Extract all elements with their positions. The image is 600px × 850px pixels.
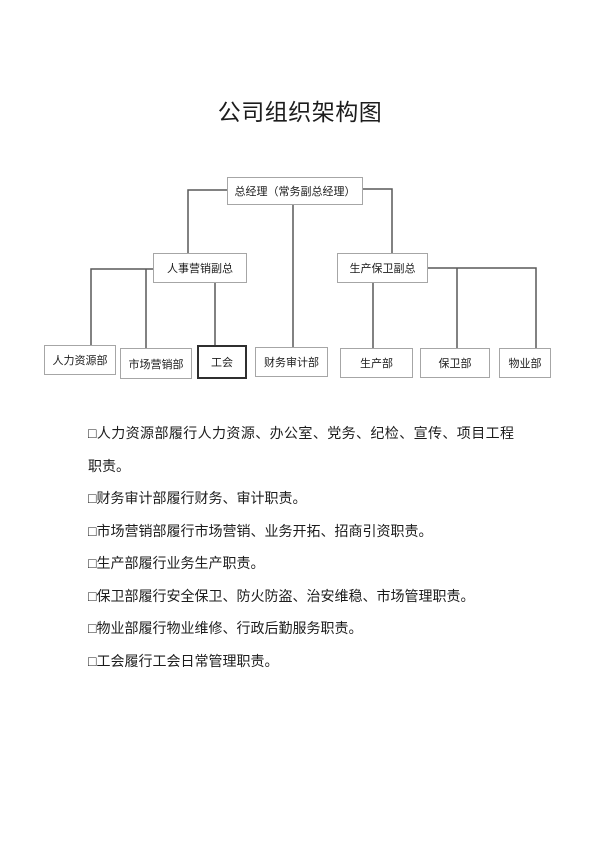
- org-node-label: 保卫部: [438, 358, 472, 370]
- page-title: 公司组织架构图: [217, 100, 383, 125]
- org-node-label: 市场营销部: [128, 358, 184, 371]
- org-node-production-security-vp: 生产保卫副总: [337, 253, 428, 283]
- org-node-label: 物业部: [508, 358, 542, 370]
- org-node-label: 人事营销副总: [167, 263, 233, 275]
- org-node-hr-department: 人力资源部: [44, 345, 116, 375]
- org-node-hr-marketing-vp: 人事营销副总: [153, 253, 247, 283]
- connector-lines: [90, 188, 537, 348]
- duty-item-finance-audit: □财务审计部履行财务、审计职责。: [88, 492, 307, 507]
- org-node-label: 总经理（常务副总经理）: [234, 186, 356, 198]
- org-node-label: 生产保卫副总: [349, 263, 416, 275]
- duty-item-property: □物业部履行物业维修、行政后勤服务职责。: [88, 622, 363, 637]
- duty-item-security: □保卫部履行安全保卫、防火防盗、治安维稳、市场管理职责。: [88, 589, 475, 605]
- org-node-production-department: 生产部: [340, 348, 413, 378]
- connector-line: [187, 189, 227, 253]
- duty-item-marketing: □市场营销部履行市场营销、业务开拓、招商引资职责。: [88, 524, 433, 540]
- org-node-security-department: 保卫部: [420, 348, 490, 378]
- connector-line: [363, 188, 393, 253]
- org-node-label: 生产部: [360, 358, 393, 370]
- org-node-label: 财务审计部: [264, 357, 319, 369]
- duty-item-production: □生产部履行业务生产职责。: [88, 557, 265, 572]
- connector-line: [90, 268, 153, 345]
- org-node-label: 工会: [211, 357, 233, 369]
- org-node-labor-union: 工会: [197, 345, 247, 379]
- duty-item-hr: □人力资源部履行人力资源、办公室、党务、纪检、宣传、项目工程职责。: [88, 427, 514, 475]
- org-node-label: 人力资源部: [52, 355, 108, 367]
- duty-list: □人力资源部履行人力资源、办公室、党务、纪检、宣传、项目工程职责。 □财务审计部…: [88, 419, 514, 679]
- org-node-finance-audit-department: 财务审计部: [255, 347, 328, 377]
- duty-item-labor-union: □工会履行工会日常管理职责。: [88, 654, 279, 670]
- org-node-general-manager: 总经理（常务副总经理）: [227, 177, 363, 205]
- connector-line: [428, 267, 537, 348]
- org-node-marketing-department: 市场营销部: [120, 348, 192, 379]
- org-node-property-department: 物业部: [499, 348, 551, 378]
